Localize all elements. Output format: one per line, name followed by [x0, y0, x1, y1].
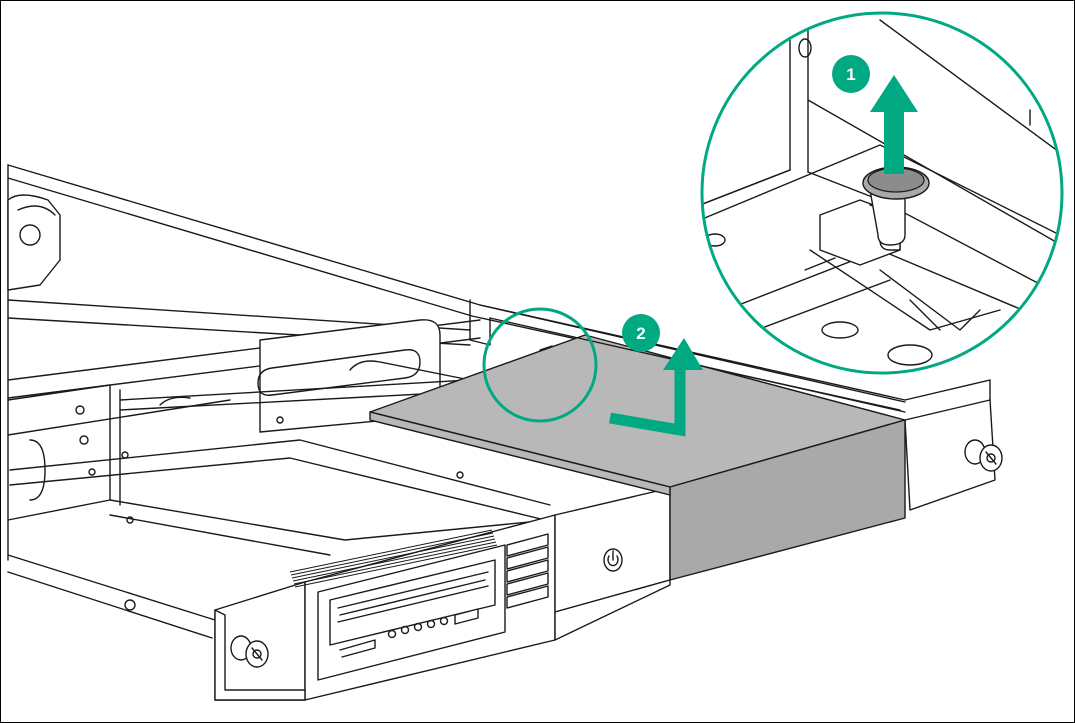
side-vents: [506, 533, 549, 609]
callout-number-1: 1: [846, 65, 855, 84]
up-arrow-icon: [870, 75, 918, 174]
callout-number-2: 2: [636, 324, 645, 343]
thumbscrew-icon-right: [964, 439, 1003, 472]
callout-badge-2: 2: [622, 314, 660, 352]
optical-drive-blank: [369, 334, 906, 581]
l-shaped-arrow-icon: [609, 338, 703, 437]
vent-grille: [289, 529, 498, 588]
front-bezel: [214, 379, 1003, 701]
tape-drive: [317, 544, 506, 681]
detail-inset: [700, 11, 1064, 375]
thumbscrew-icon: [230, 635, 269, 668]
magnifier-circle: [482, 307, 598, 423]
power-icon: [603, 548, 623, 572]
callout-badge-1: 1: [832, 55, 870, 93]
